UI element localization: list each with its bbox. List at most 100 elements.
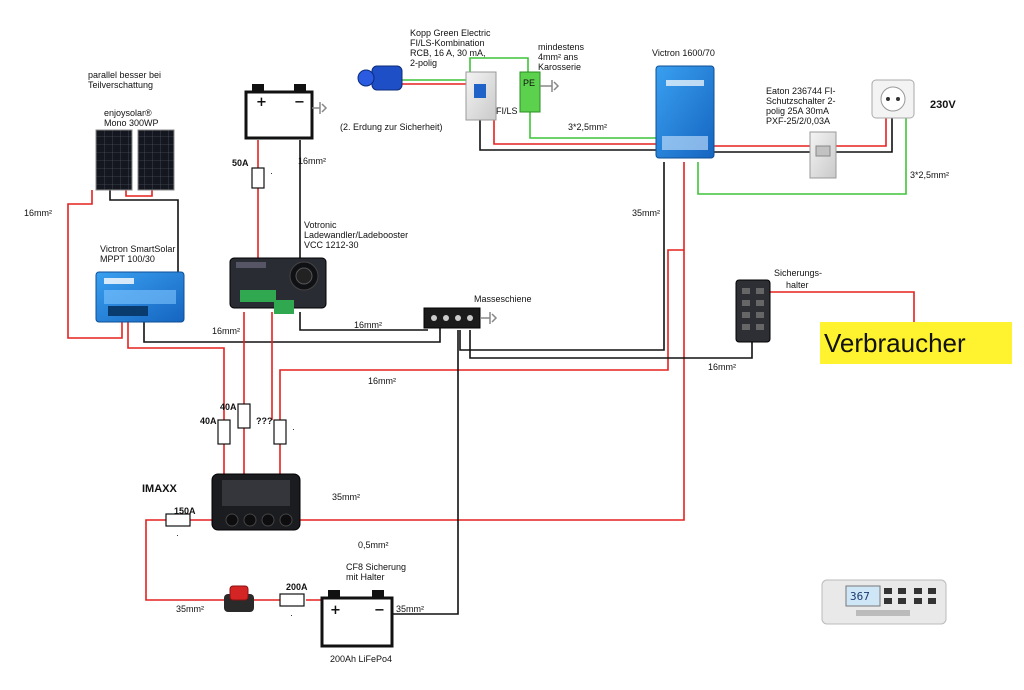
votronic-cable-label: 16mm² — [354, 320, 382, 330]
wire-pe-plug — [400, 57, 529, 81]
inverter-cable-label: 35mm² — [632, 208, 660, 218]
eaton-name-2: Schutzschalter 2- — [766, 96, 836, 106]
fuse-icon — [165, 513, 191, 527]
fuse-200a-label: 200A — [286, 582, 308, 592]
pe-box — [519, 71, 560, 113]
svg-text:+: + — [256, 95, 267, 110]
kopp-name-3: RCB, 16 A, 30 mA, — [410, 48, 486, 58]
battery-switch-icon — [224, 585, 254, 612]
wire-imaxx-inverter — [300, 162, 685, 521]
start-fuse-label: 50A — [232, 158, 249, 168]
fuse-icon — [279, 593, 305, 607]
switch-cable-label: 35mm² — [176, 604, 204, 614]
pe-note-3: Karosserie — [538, 62, 581, 72]
wire-unknown-fuse — [279, 249, 684, 420]
fils-label: FI/LS — [496, 106, 518, 116]
cf8-name-1: CF8 Sicherung — [346, 562, 406, 572]
kopp-name-1: Kopp Green Electric — [410, 28, 491, 38]
fuse-small-dot: · — [292, 424, 295, 434]
cable-3x25-b: 3*2,5mm² — [910, 170, 949, 180]
fuse-holder — [735, 279, 771, 343]
wire-bus-fuseholder — [469, 330, 753, 359]
battery-cable-label: 35mm² — [396, 604, 424, 614]
panel-cable-label: 16mm² — [24, 208, 52, 218]
fuse-40a-2-label: 40A — [220, 402, 237, 412]
control-panel-icon: 367 — [821, 579, 947, 625]
votronic-name-3: VCC 1212-30 — [304, 240, 359, 250]
display-value: 367 — [850, 590, 870, 603]
wire-panel-pos — [67, 190, 123, 339]
socket-icon — [871, 79, 915, 119]
parallel-note-1: parallel besser bei — [88, 70, 161, 80]
mppt-name-1: Victron SmartSolar — [100, 244, 175, 254]
fuseholder-cable-label: 16mm² — [708, 362, 736, 372]
wire-votronic-neg — [299, 312, 428, 331]
cf8-name-2: mit Halter — [346, 572, 385, 582]
votronic-name-1: Votronic — [304, 220, 337, 230]
wire-bus-battery — [392, 330, 459, 615]
pe-note-2: 4mm² ans — [538, 52, 579, 62]
fuse-200a-dot: · — [290, 610, 293, 620]
rcd-breaker — [809, 131, 837, 179]
fuse-icon — [251, 167, 265, 189]
bus-cable-label: 16mm² — [368, 376, 396, 386]
wire-panel-link — [125, 190, 153, 197]
battery-name: 200Ah LiFePo4 — [330, 654, 392, 664]
eaton-name-3: polig 25A 30mA — [766, 106, 829, 116]
imaxx-label: IMAXX — [142, 483, 178, 495]
svg-text:−: − — [374, 603, 385, 618]
eaton-name-1: Eaton 236744 FI- — [766, 86, 836, 96]
panel-name-1: enjoysolar® — [104, 108, 152, 118]
fuseholder-name-2: halter — [786, 280, 809, 290]
fuse-unknown-label: ??? — [256, 416, 273, 426]
imaxx-distribution-block — [211, 473, 301, 531]
busbar — [423, 307, 498, 329]
svg-text:−: − — [294, 95, 305, 110]
victron-inverter — [655, 65, 715, 159]
fuse-40a-1-label: 40A — [200, 416, 217, 426]
cable-05-label: 0,5mm² — [358, 540, 389, 550]
wires — [67, 57, 915, 615]
plug-icon — [357, 65, 403, 91]
consumer-label: Verbraucher — [824, 328, 966, 358]
pe-note-1: mindestens — [538, 42, 585, 52]
wire-pe-out — [697, 112, 907, 195]
fuse-150a-dot: · — [176, 530, 179, 540]
pe-label: PE — [523, 78, 535, 88]
imaxx-cable-label: 35mm² — [332, 492, 360, 502]
rcbo-breaker — [465, 71, 497, 121]
voltage-label: 230V — [930, 99, 956, 111]
wire-mppt-neg — [143, 322, 441, 343]
wire-pe-in — [529, 112, 660, 139]
wire-bus-inverter — [459, 162, 665, 351]
fuse-icon — [237, 403, 251, 429]
parallel-note-2: Teilverschattung — [88, 80, 153, 90]
votronic-charger — [229, 257, 327, 314]
start-cable-label: 16mm² — [298, 156, 326, 166]
mppt-cable-label: 16mm² — [212, 326, 240, 336]
mppt-name-2: MPPT 100/30 — [100, 254, 155, 264]
wire-switch-150 — [145, 519, 224, 601]
votronic-name-2: Ladewandler/Ladebooster — [304, 230, 408, 240]
panel-name-2: Mono 300WP — [104, 118, 159, 128]
fuseholder-name-1: Sicherungs- — [774, 268, 822, 278]
ground-icon — [312, 102, 328, 114]
consumer-box — [820, 322, 1012, 364]
battery-icon: + − — [244, 84, 314, 140]
svg-text:+: + — [330, 603, 341, 618]
start-fuse-dot: · — [270, 168, 273, 178]
grounding-note: (2. Erdung zur Sicherheit) — [340, 122, 443, 132]
wire-fuseholder-consumer — [770, 291, 915, 324]
solar-panels — [95, 129, 175, 191]
wire-mppt-pos — [127, 322, 225, 420]
solar-panel-icon — [95, 129, 175, 191]
fuse-150a-label: 150A — [174, 506, 196, 516]
battery-icon: + − — [320, 590, 394, 648]
kopp-name-4: 2-polig — [410, 58, 437, 68]
fuse-icon — [217, 419, 231, 445]
mppt-charger — [95, 271, 185, 323]
victron-name: Victron 1600/70 — [652, 48, 715, 58]
fuse-icon — [273, 419, 287, 445]
eaton-name-4: PXF-25/2/0,03A — [766, 116, 830, 126]
